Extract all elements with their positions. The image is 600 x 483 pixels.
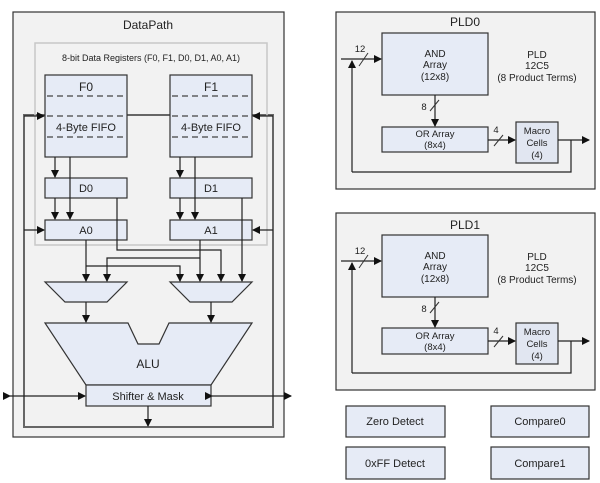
fifo-f0: F0 4-Byte FIFO [44,74,128,158]
register-d0-label: D0 [79,183,93,195]
datapath-panel: DataPath 8-bit Data Registers (F0, F1, D… [3,11,292,438]
pld1-and-size: (12x8) [421,274,449,285]
pld0-or-label: OR Array [415,129,454,140]
fifo-f0-label: 4-Byte FIFO [56,122,116,134]
register-d1-label: D1 [204,183,218,195]
pld0-macro-cells [515,121,559,164]
pld1-mc-count: (4) [531,351,543,362]
ff-detect-block [345,446,446,480]
pld1-info-2: 12C5 [525,263,549,274]
pld0-bus-or-mc: 4 [493,125,498,136]
pld0-bus-in: 12 [355,44,366,55]
pld0-and-array [381,32,489,96]
pld0-title: PLD0 [450,15,480,29]
pld0-and-label: AND [424,49,445,60]
pld1-bus-or-mc: 4 [493,326,498,337]
pld0-and-size: (12x8) [421,72,449,83]
mux-1 [168,281,254,303]
pld1-macro-cells [515,322,559,365]
pld0-mc-count: (4) [531,150,543,161]
zero-detect-block [345,405,446,438]
register-d1 [169,177,253,199]
pld0-or-array [381,126,489,153]
pld1-or-label: OR Array [415,331,454,342]
pld1-or-array [381,327,489,355]
pld0-or-size: (8x4) [424,140,446,151]
shifter-mask-label: Shifter & Mask [112,391,184,403]
mux-0 [43,281,129,303]
pld1-bus-and-or: 8 [421,304,426,315]
register-a1-label: A1 [204,225,217,237]
datapath-title: DataPath [123,18,173,32]
compare0-label: Compare0 [514,416,565,428]
pld0-mc-label2: Cells [526,138,547,149]
pld0-info-1: PLD [527,50,546,61]
pld1-panel: PLD1 AND Array (12x8) PLD 12C5 (8 Produc… [335,212,596,391]
pld1-or-size: (8x4) [424,342,446,353]
fifo-f1: F1 4-Byte FIFO [169,74,253,158]
compare1-label: Compare1 [514,458,565,470]
register-d0 [44,177,128,199]
pld0-mc-label: Macro [524,126,550,137]
fifo-f1-label: 4-Byte FIFO [181,122,241,134]
pld1-title: PLD1 [450,218,480,232]
register-a0-label: A0 [79,225,92,237]
feedback-loop [23,114,274,428]
fifo-f0-name: F0 [79,80,93,94]
pld1-mc-label: Macro [524,327,550,338]
registers-label: 8-bit Data Registers (F0, F1, D0, D1, A0… [62,53,240,63]
alu-label: ALU [136,357,159,371]
zero-detect-label: Zero Detect [366,416,423,428]
pld1-info-1: PLD [527,252,546,263]
registers-group [34,42,268,246]
pld1-bus-in: 12 [355,246,366,257]
pld0-bus-and-or: 8 [421,102,426,113]
pld1-and-array [381,234,489,298]
pld1-mc-label2: Cells [526,339,547,350]
fifo-f1-name: F1 [204,80,218,94]
compare0-block [490,405,590,438]
compare1-block [490,446,590,480]
pld0-info-2: 12C5 [525,61,549,72]
pld0-panel: PLD0 AND Array (12x8) PLD 12C5 (8 Produc… [335,11,596,190]
pld1-and-label: AND [424,251,445,262]
pld1-and-label2: Array [423,262,447,273]
pld0-and-label2: Array [423,60,447,71]
ff-detect-label: 0xFF Detect [365,458,425,470]
pld1-info-3: (8 Product Terms) [497,275,576,286]
pld0-info-3: (8 Product Terms) [497,73,576,84]
